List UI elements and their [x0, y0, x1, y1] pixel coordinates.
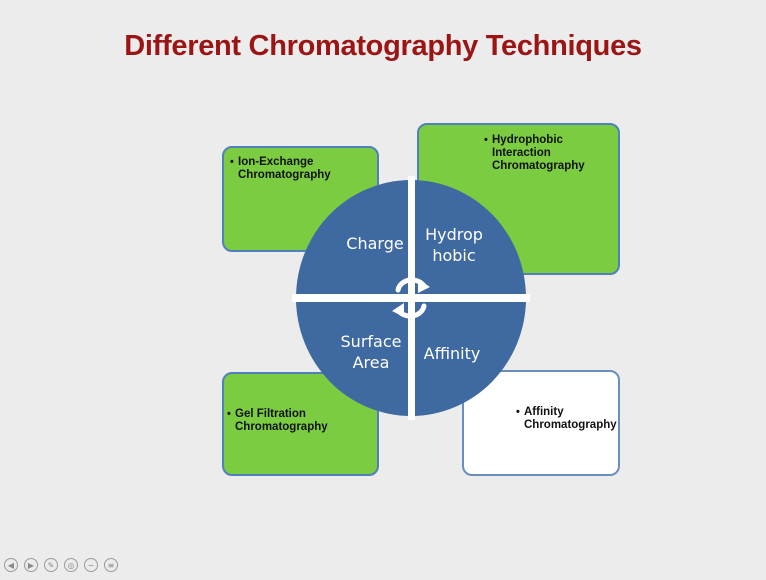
pointer-icon[interactable]: ◎ [64, 558, 78, 572]
bullet: • [484, 134, 488, 146]
surface-area-label-line1: Surface [340, 332, 402, 351]
minus-icon[interactable]: − [84, 558, 98, 572]
prev-icon[interactable]: ◀ [4, 558, 18, 572]
ion-exchange-line2: Chromatography [238, 169, 331, 181]
hydrophobic-line2: Interaction [492, 147, 551, 159]
quadrant-charge [296, 180, 411, 298]
affinity-line2: Chromatography [524, 419, 617, 431]
surface-area-label: Surface Area [326, 331, 416, 373]
circle-quadrants [292, 176, 530, 420]
hydrophobic-label: Hydrop hobic [414, 224, 494, 266]
affinity-line1: Affinity [524, 406, 564, 418]
bullet: • [516, 406, 520, 418]
hydrophobic-label-line2: hobic [432, 246, 476, 265]
quadrant-affinity [411, 298, 526, 416]
vertical-divider [408, 176, 415, 420]
surface-area-label-line2: Area [352, 353, 390, 372]
hydrophobic-line1: Hydrophobic [492, 134, 563, 146]
cycle-arrowheads [392, 279, 430, 317]
gel-filtration-line2: Chromatography [235, 421, 328, 433]
hydrophobic-line3: Chromatography [492, 160, 585, 172]
bullet: • [227, 408, 231, 420]
pen-icon[interactable]: ✎ [44, 558, 58, 572]
ion-exchange-line1: Ion-Exchange [238, 156, 314, 168]
hydrophobic-label-line1: Hydrop [425, 225, 483, 244]
affinity-chromatography-box: • Affinity Chromatography [462, 370, 620, 476]
gel-filtration-line1: Gel Filtration [235, 408, 306, 420]
charge-label: Charge [346, 234, 404, 253]
affinity-label: Affinity [423, 344, 481, 363]
menu-icon[interactable]: ≡ [104, 558, 118, 572]
quadrant-surface-area [296, 298, 411, 416]
presentation-toolbar: ◀ ▶ ✎ ◎ − ≡ [4, 558, 118, 576]
next-icon[interactable]: ▶ [24, 558, 38, 572]
quadrant-hydrophobic [411, 180, 526, 298]
bullet: • [230, 156, 234, 168]
slide-title: Different Chromatography Techniques [124, 30, 642, 62]
